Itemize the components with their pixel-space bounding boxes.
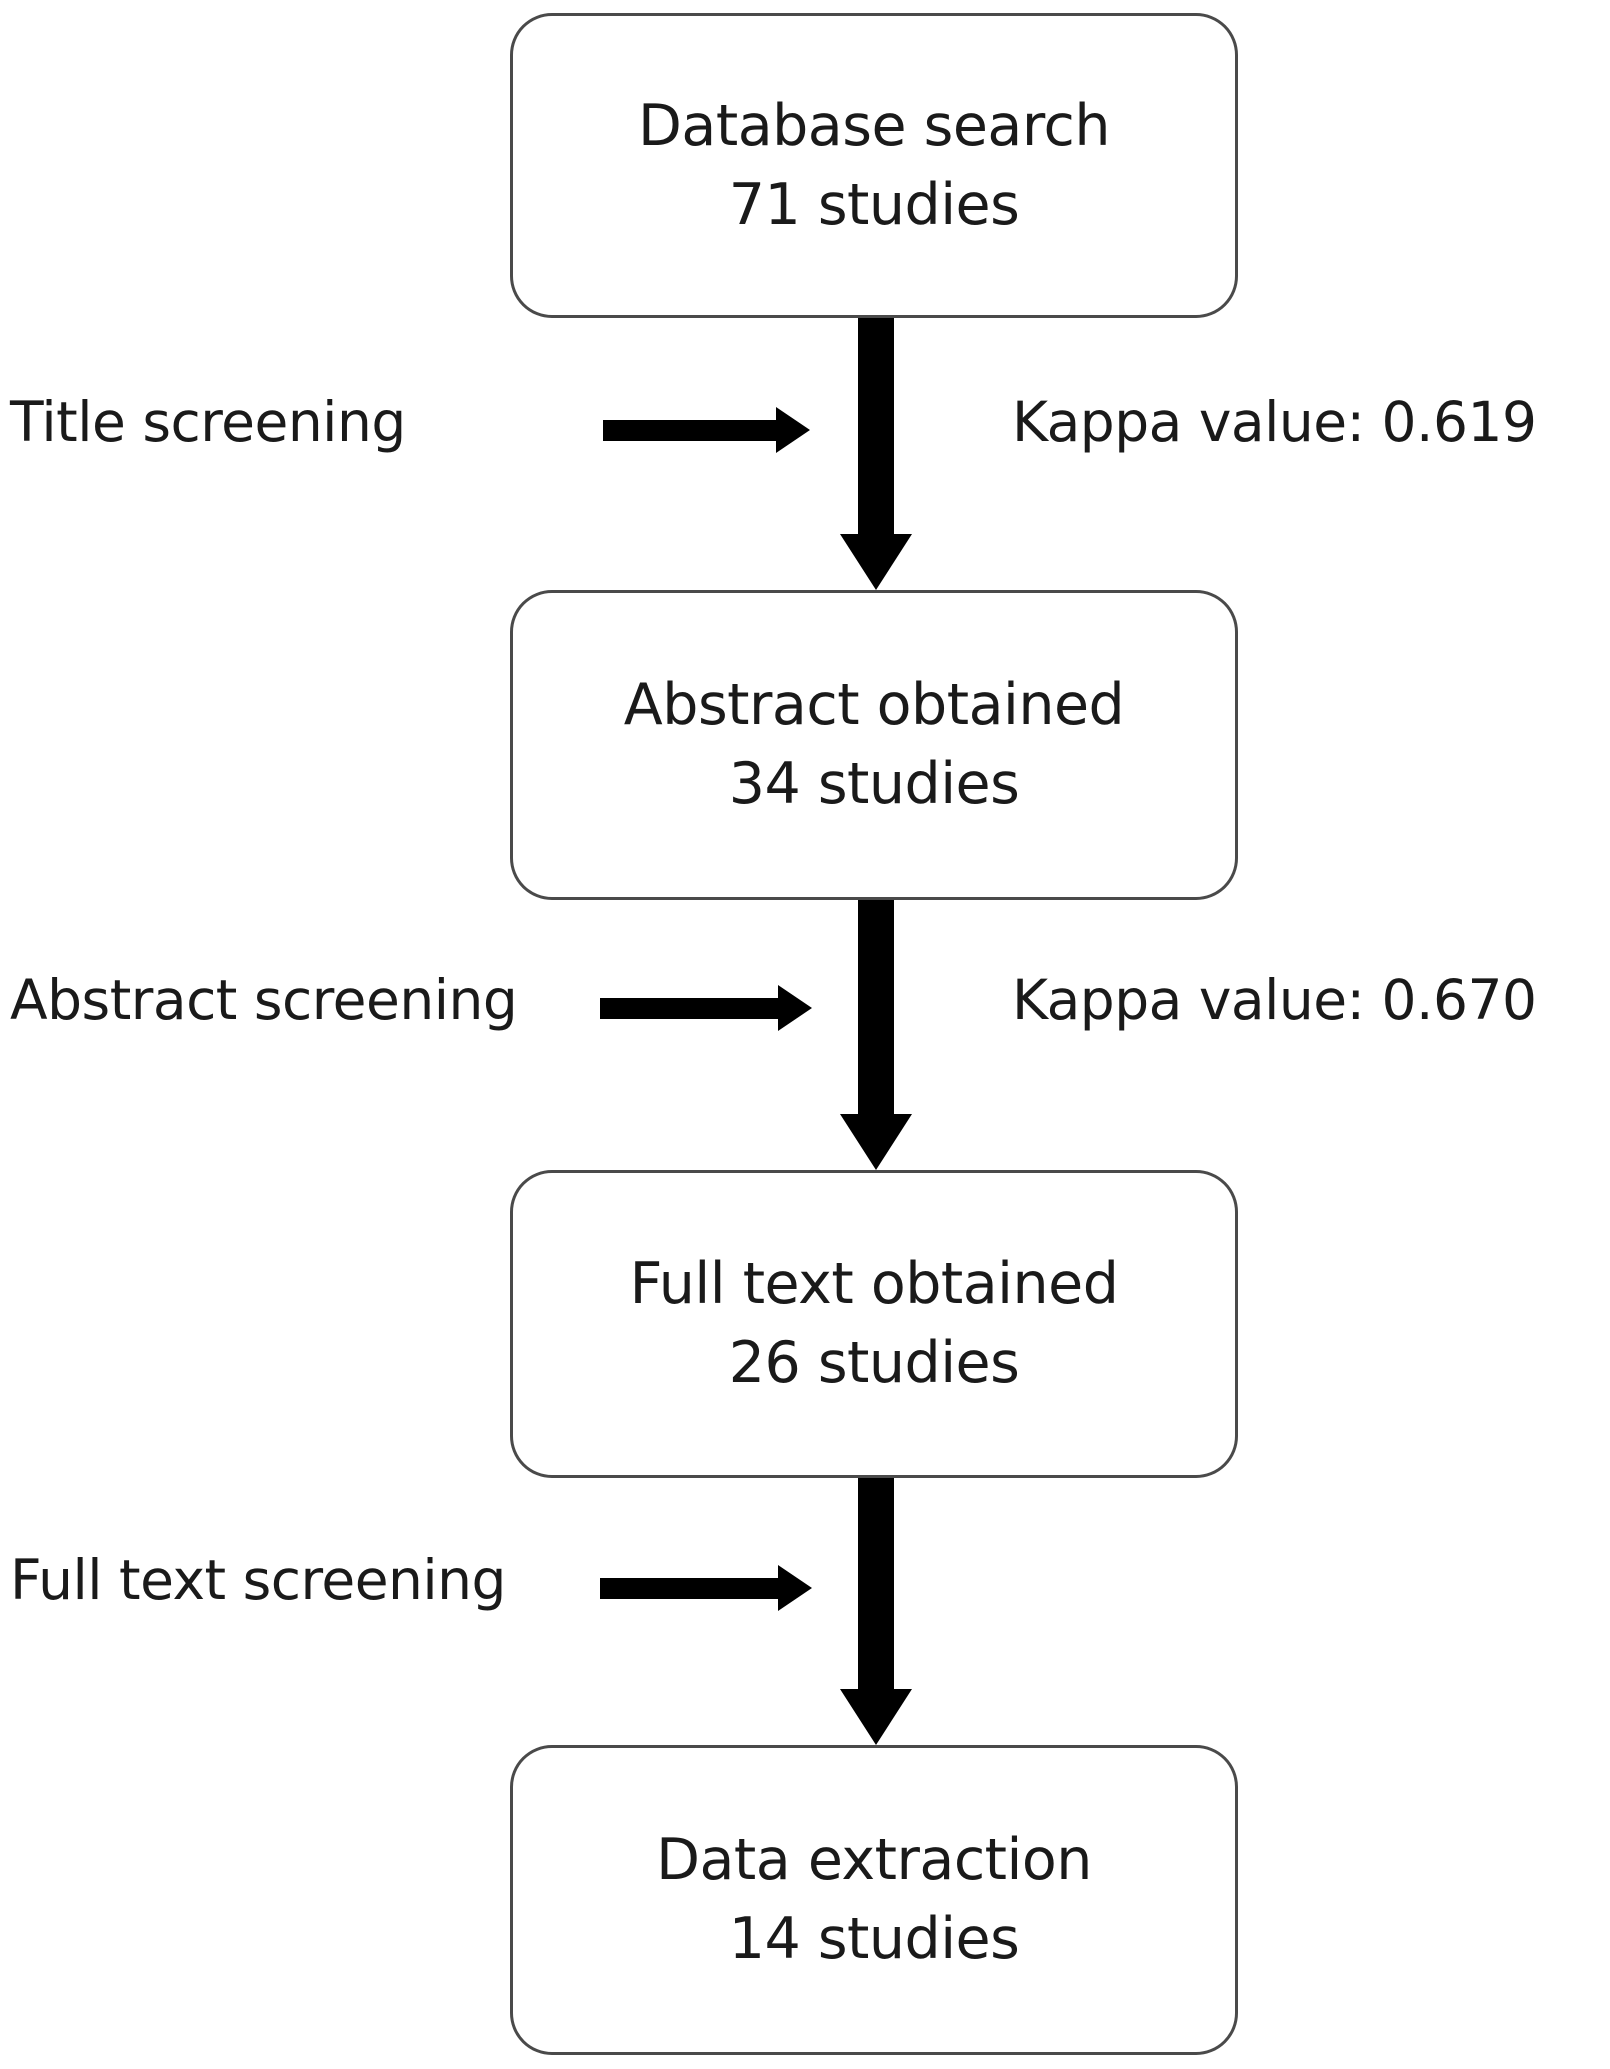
flow-box-title: Abstract obtained bbox=[623, 672, 1125, 739]
flow-box-count: 71 studies bbox=[728, 171, 1020, 238]
arrow-head bbox=[840, 1689, 912, 1745]
right-arrow-icon-2 bbox=[600, 985, 812, 1031]
arrow-shaft bbox=[858, 1478, 894, 1689]
flow-box-title: Full text obtained bbox=[629, 1251, 1119, 1318]
flow-box-data-extraction: Data extraction 14 studies bbox=[510, 1745, 1238, 2055]
stage-label-title-screening: Title screening bbox=[10, 390, 406, 454]
arrow-head bbox=[778, 985, 812, 1031]
arrow-head bbox=[840, 1114, 912, 1170]
flow-box-count: 26 studies bbox=[728, 1330, 1020, 1396]
flow-box-full-text-obtained: Full text obtained 26 studies bbox=[510, 1170, 1238, 1478]
arrow-shaft bbox=[600, 1578, 780, 1599]
kappa-value-2: Kappa value: 0.670 bbox=[1012, 968, 1537, 1032]
flow-box-database-search: Database search 71 studies bbox=[510, 13, 1238, 318]
down-arrow-icon-2 bbox=[840, 900, 912, 1170]
stage-label-full-text-screening: Full text screening bbox=[10, 1548, 506, 1612]
right-arrow-icon-1 bbox=[603, 407, 810, 453]
flow-box-abstract-obtained: Abstract obtained 34 studies bbox=[510, 590, 1238, 900]
arrow-shaft bbox=[858, 318, 894, 534]
arrow-head bbox=[776, 407, 810, 453]
flow-box-count: 34 studies bbox=[728, 751, 1020, 817]
flow-box-title: Data extraction bbox=[656, 1827, 1092, 1894]
arrow-shaft bbox=[858, 900, 894, 1114]
down-arrow-icon-3 bbox=[840, 1478, 912, 1745]
arrow-shaft bbox=[600, 998, 780, 1019]
right-arrow-icon-3 bbox=[600, 1565, 812, 1611]
kappa-value-1: Kappa value: 0.619 bbox=[1012, 390, 1537, 454]
arrow-head bbox=[778, 1565, 812, 1611]
flow-box-title: Database search bbox=[638, 92, 1110, 159]
stage-label-abstract-screening: Abstract screening bbox=[10, 968, 518, 1032]
arrow-head bbox=[840, 534, 912, 590]
down-arrow-icon-1 bbox=[840, 318, 912, 590]
arrow-shaft bbox=[603, 420, 779, 441]
flow-box-count: 14 studies bbox=[728, 1906, 1020, 1972]
